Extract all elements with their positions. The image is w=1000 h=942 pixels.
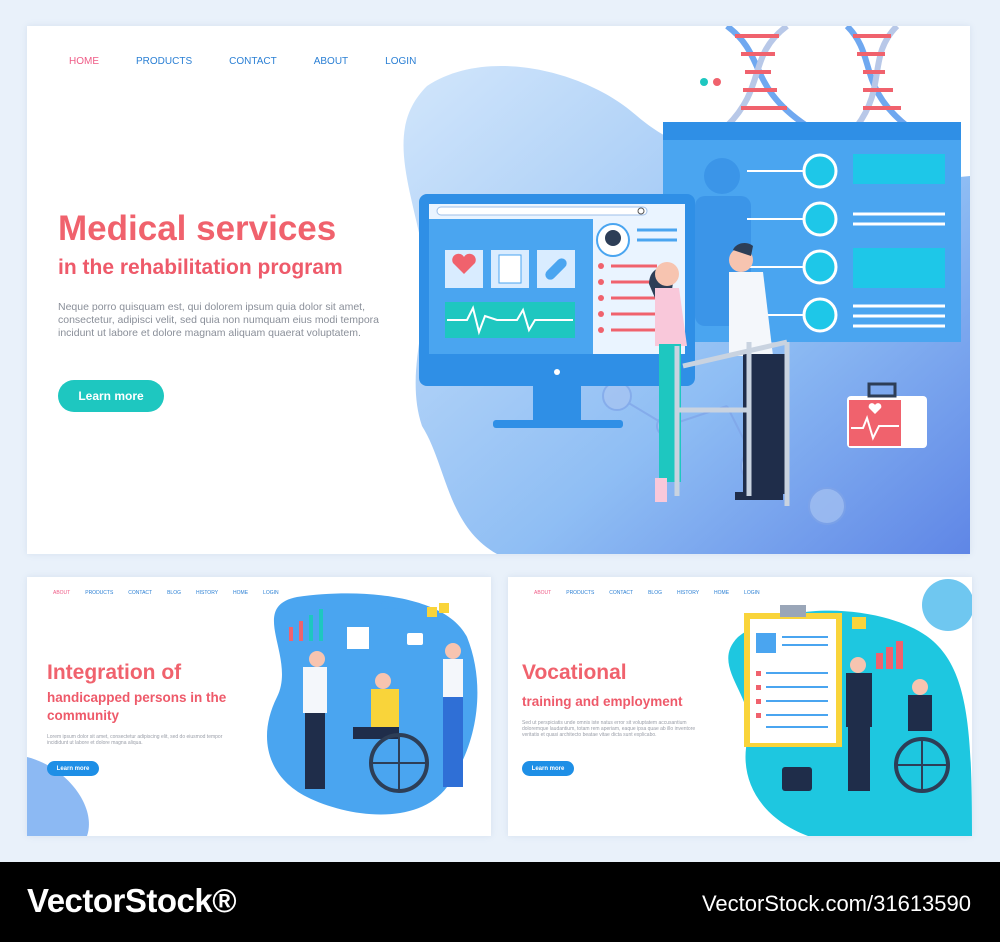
dot-teal-icon (700, 78, 708, 86)
standing-man (303, 651, 327, 789)
vocational-panel: ABOUT PRODUCTS CONTACT BLOG HISTORY HOME… (508, 577, 972, 836)
hero-description: Neque porro quisquam est, qui dolorem ip… (58, 301, 380, 339)
integration-subtitle: handicapped persons in the community (47, 690, 227, 723)
main-nav: HOME PRODUCTS CONTACT ABOUT LOGIN (69, 56, 416, 67)
learn-more-button[interactable]: Learn more (58, 380, 164, 412)
nav-blog[interactable]: BLOG (167, 590, 181, 596)
hero-subtitle: in the rehabilitation program (58, 256, 343, 279)
walker (674, 339, 790, 506)
main-landing-panel: HOME PRODUCTS CONTACT ABOUT LOGIN Medica… (27, 26, 970, 554)
info-board (663, 122, 961, 342)
nav-about[interactable]: ABOUT (313, 56, 349, 67)
rehabilitation-illustration (403, 26, 970, 554)
briefcase-icon (782, 767, 812, 791)
vocational-description: Sed ut perspiciatis unde omnis iste natu… (522, 720, 696, 738)
left-corner-blob (27, 757, 89, 836)
decor-circle (922, 579, 972, 631)
people-icon (381, 601, 399, 622)
nav-products[interactable]: PRODUCTS (566, 590, 595, 596)
nav-products[interactable]: PRODUCTS (85, 590, 114, 596)
patient-with-walker (649, 243, 790, 506)
vectorstock-logo: VectorStock® (27, 882, 237, 919)
nav-contact[interactable]: CONTACT (609, 590, 634, 596)
hero-title: Medical services (58, 209, 337, 248)
nav-home[interactable]: HOME (714, 590, 730, 596)
note-icon (852, 617, 866, 629)
integration-nav: ABOUT PRODUCTS CONTACT BLOG HISTORY HOME… (53, 590, 279, 596)
arrows-up-icon (289, 621, 303, 641)
dot-red-icon (713, 78, 721, 86)
wheelchair-worker (894, 679, 950, 793)
wheelchair-user (353, 673, 429, 793)
dna-icon (724, 26, 909, 129)
heartbeat-line (447, 305, 573, 336)
vocational-title: Vocational (522, 661, 627, 684)
growth-chart-icon (876, 641, 903, 669)
search-icon (637, 207, 645, 215)
document-icon (498, 254, 522, 284)
heart-icon (452, 253, 476, 274)
presentation-icon (347, 627, 369, 649)
nav-home[interactable]: HOME (233, 590, 249, 596)
nav-login[interactable]: LOGIN (744, 590, 760, 596)
nav-history[interactable]: HISTORY (677, 590, 700, 596)
pill-icon (545, 258, 567, 280)
nav-about[interactable]: ABOUT (53, 590, 71, 596)
businessman (846, 657, 872, 791)
nav-contact[interactable]: CONTACT (128, 590, 153, 596)
nav-about[interactable]: ABOUT (534, 590, 552, 596)
puzzle-icon (427, 603, 449, 617)
learn-more-button[interactable]: Learn more (522, 761, 574, 776)
chat-icon (407, 633, 423, 645)
image-url: VectorStock.com/31613590 (701, 891, 971, 916)
integration-illustration (27, 593, 478, 836)
clipboard-icon (744, 605, 842, 747)
nav-login[interactable]: LOGIN (385, 56, 417, 67)
standing-woman (443, 643, 463, 787)
integration-description: Lorem ipsum dolor sit amet, consectetur … (47, 734, 223, 746)
nav-products[interactable]: PRODUCTS (136, 56, 193, 67)
learn-more-button[interactable]: Learn more (47, 761, 99, 776)
nav-contact[interactable]: CONTACT (229, 56, 277, 67)
monitor (419, 194, 695, 428)
nav-history[interactable]: HISTORY (196, 590, 219, 596)
nav-blog[interactable]: BLOG (648, 590, 662, 596)
watermark-footer: VectorStock® VectorStock.com/31613590 (0, 862, 1000, 942)
medical-kit-icon (847, 382, 927, 448)
vocational-subtitle: training and employment (522, 694, 683, 709)
nav-home[interactable]: HOME (69, 56, 99, 67)
integration-title: Integration of (47, 661, 182, 684)
integration-panel: ABOUT PRODUCTS CONTACT BLOG HISTORY HOME… (27, 577, 491, 836)
vocational-nav: ABOUT PRODUCTS CONTACT BLOG HISTORY HOME… (534, 590, 760, 596)
vocational-illustration (728, 579, 972, 836)
nav-login[interactable]: LOGIN (263, 590, 279, 596)
